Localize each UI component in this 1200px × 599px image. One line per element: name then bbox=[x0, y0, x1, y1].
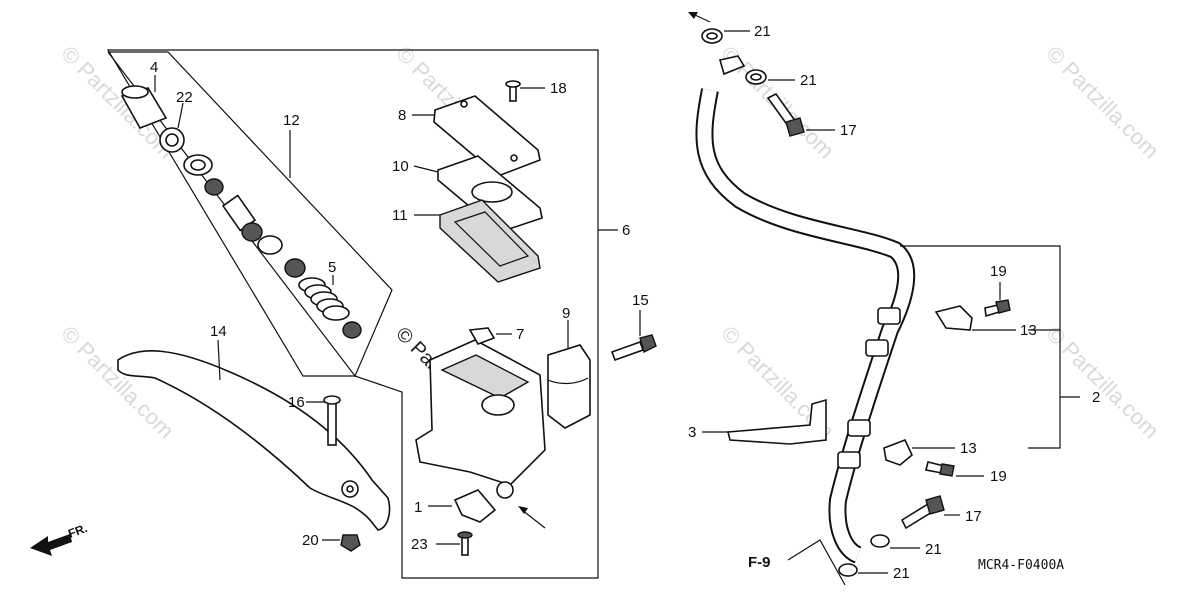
callout-11: 11 bbox=[392, 207, 408, 224]
circlip-part-22 bbox=[159, 102, 185, 153]
reference-figure: F-9 bbox=[748, 554, 771, 571]
brake-lever-part-14 bbox=[117, 339, 391, 531]
callout-labels: 4 22 12 5 14 16 20 8 10 11 18 6 7 9 15 1… bbox=[66, 23, 1100, 582]
callout-2: 2 bbox=[1092, 389, 1100, 406]
callout-7: 7 bbox=[516, 326, 524, 343]
piston-set-outline bbox=[107, 51, 393, 378]
bolts-part-19 bbox=[925, 282, 1011, 477]
brake-hose-part-2 bbox=[695, 55, 916, 564]
front-direction-marker bbox=[30, 534, 72, 556]
part-7 bbox=[468, 327, 512, 345]
screw-part-23 bbox=[436, 531, 473, 556]
callout-21-top: 21 bbox=[754, 23, 771, 40]
callout-13-lower: 13 bbox=[960, 440, 977, 457]
callout-13-upper: 13 bbox=[1020, 322, 1037, 339]
hose-direction-arrows bbox=[688, 12, 846, 586]
callout-10: 10 bbox=[392, 158, 409, 175]
callout-20: 20 bbox=[302, 532, 319, 549]
callout-16: 16 bbox=[288, 394, 305, 411]
pivot-bolt-part-16 bbox=[306, 395, 341, 446]
diaphragm-part-11 bbox=[414, 199, 541, 283]
bracket-part-3 bbox=[702, 398, 827, 445]
holder-part-9 bbox=[547, 320, 591, 429]
diaphragm-plate-part-10 bbox=[413, 155, 543, 233]
callout-19-upper: 19 bbox=[990, 263, 1007, 280]
callout-9: 9 bbox=[562, 305, 570, 322]
switch-part-1 bbox=[428, 489, 497, 523]
clamps-part-13 bbox=[883, 305, 1016, 466]
callout-3: 3 bbox=[688, 424, 696, 441]
bolt-part-15 bbox=[610, 310, 657, 362]
callout-12: 12 bbox=[283, 112, 300, 129]
front-label: FR. bbox=[66, 521, 89, 541]
callout-21-upper: 21 bbox=[800, 72, 817, 89]
callout-15: 15 bbox=[632, 292, 649, 309]
callout-17-lower: 17 bbox=[965, 508, 982, 525]
bracket-2 bbox=[900, 245, 1080, 449]
assembly-6-outline bbox=[106, 49, 599, 579]
callout-18: 18 bbox=[550, 80, 567, 97]
callout-19-lower: 19 bbox=[990, 468, 1007, 485]
direction-arrow bbox=[518, 506, 546, 529]
watermark: © Partzilla.com bbox=[1041, 41, 1164, 164]
banjo-bolts-part-17 bbox=[766, 92, 960, 530]
screw-part-18 bbox=[505, 80, 545, 102]
sealing-washers-part-21 bbox=[701, 28, 920, 577]
piston-stack bbox=[183, 154, 362, 339]
callout-5: 5 bbox=[328, 259, 336, 276]
watermark: © Partzilla.com bbox=[56, 321, 179, 444]
callout-8: 8 bbox=[398, 107, 406, 124]
reservoir-cap-part-8 bbox=[412, 95, 541, 177]
callout-4: 4 bbox=[150, 59, 158, 76]
nut-part-20 bbox=[322, 534, 361, 552]
callout-14: 14 bbox=[210, 323, 227, 340]
callout-22: 22 bbox=[176, 89, 193, 106]
callout-1: 1 bbox=[414, 499, 422, 516]
master-cylinder-body bbox=[415, 339, 546, 499]
callout-21-mid: 21 bbox=[925, 541, 942, 558]
callout-21-bottom: 21 bbox=[893, 565, 910, 582]
diagram-code: MCR4-F0400A bbox=[978, 558, 1064, 573]
boot-part-4 bbox=[120, 75, 168, 129]
callout-23: 23 bbox=[411, 536, 428, 553]
callout-6: 6 bbox=[622, 222, 630, 239]
callout-17-upper: 17 bbox=[840, 122, 857, 139]
